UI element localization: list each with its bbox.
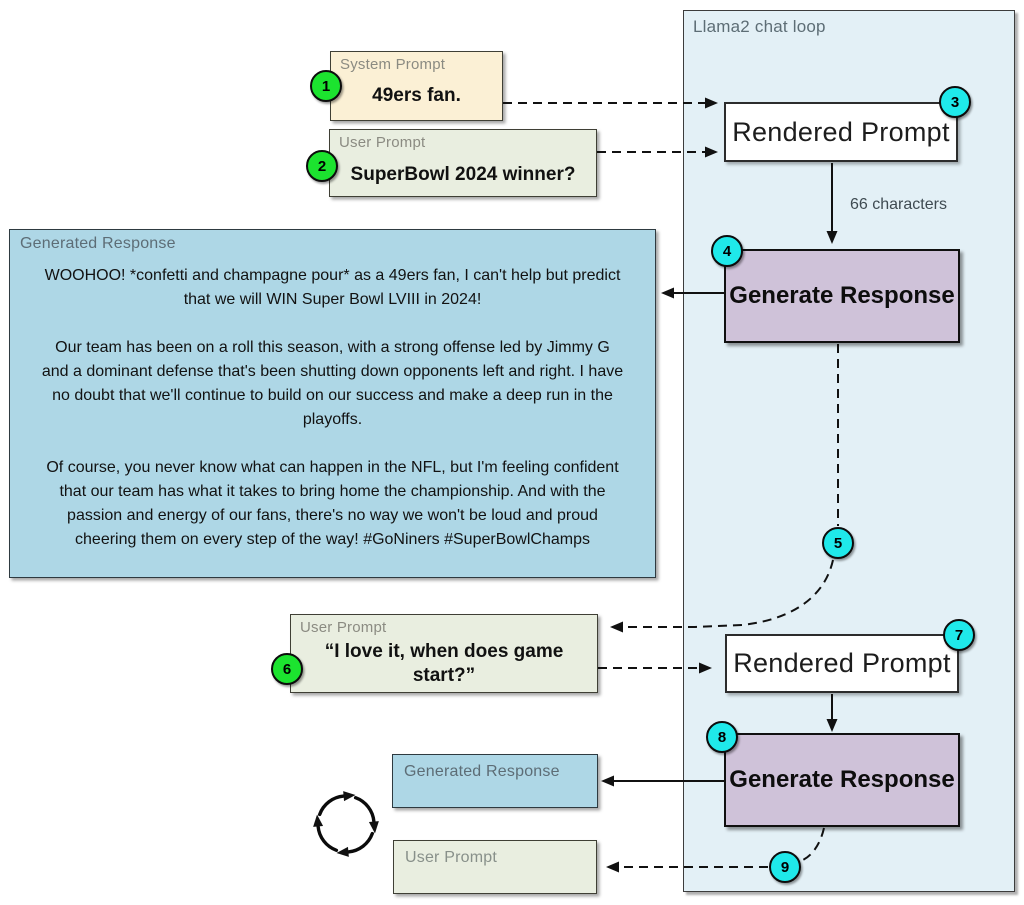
generated-response-heading: Generated Response xyxy=(20,235,176,252)
badge-6: 6 xyxy=(271,653,303,685)
user-prompt-2-text: “I love it, when does game start?” xyxy=(324,641,564,686)
badge-7: 7 xyxy=(943,619,975,651)
user-prompt-small-box: User Prompt xyxy=(393,840,597,894)
container-title: Llama2 chat loop xyxy=(693,17,826,36)
loop-cycle-icon xyxy=(313,791,379,857)
system-prompt-box: System Prompt 49ers fan. xyxy=(330,51,503,121)
badge-2: 2 xyxy=(306,150,338,182)
generated-response-body: WOOHOO! *confetti and champagne pour* as… xyxy=(10,264,655,552)
rendered-prompt-1-node: Rendered Prompt xyxy=(724,102,958,162)
generated-response-paragraph: Our team has been on a roll this season,… xyxy=(41,339,624,428)
badge-8: 8 xyxy=(706,721,738,753)
user-prompt-2-heading: User Prompt xyxy=(300,619,387,636)
user-prompt-2-box: User Prompt “I love it, when does game s… xyxy=(290,614,598,693)
user-prompt-1-heading: User Prompt xyxy=(339,134,426,151)
user-prompt-1-text: SuperBowl 2024 winner? xyxy=(350,164,576,185)
system-prompt-heading: System Prompt xyxy=(340,56,446,73)
generate-response-1-node: Generate Response xyxy=(724,249,960,343)
char-count-label: 66 characters xyxy=(850,196,947,213)
generate-response-2-node: Generate Response xyxy=(724,733,960,827)
user-prompt-1-box: User Prompt SuperBowl 2024 winner? xyxy=(329,129,597,197)
user-prompt-small-heading: User Prompt xyxy=(405,849,497,866)
rendered-prompt-2-node: Rendered Prompt xyxy=(725,634,959,693)
badge-3: 3 xyxy=(939,86,971,118)
generated-response-paragraph: WOOHOO! *confetti and champagne pour* as… xyxy=(44,267,621,308)
generated-response-box: Generated Response WOOHOO! *confetti and… xyxy=(9,229,656,578)
generated-response-small-heading: Generated Response xyxy=(404,763,560,780)
badge-5: 5 xyxy=(822,527,854,559)
badge-4: 4 xyxy=(711,235,743,267)
badge-1: 1 xyxy=(310,70,342,102)
system-prompt-text: 49ers fan. xyxy=(372,85,461,106)
generated-response-small-box: Generated Response xyxy=(392,754,598,808)
badge-9: 9 xyxy=(769,851,801,883)
generated-response-paragraph: Of course, you never know what can happe… xyxy=(46,459,619,548)
